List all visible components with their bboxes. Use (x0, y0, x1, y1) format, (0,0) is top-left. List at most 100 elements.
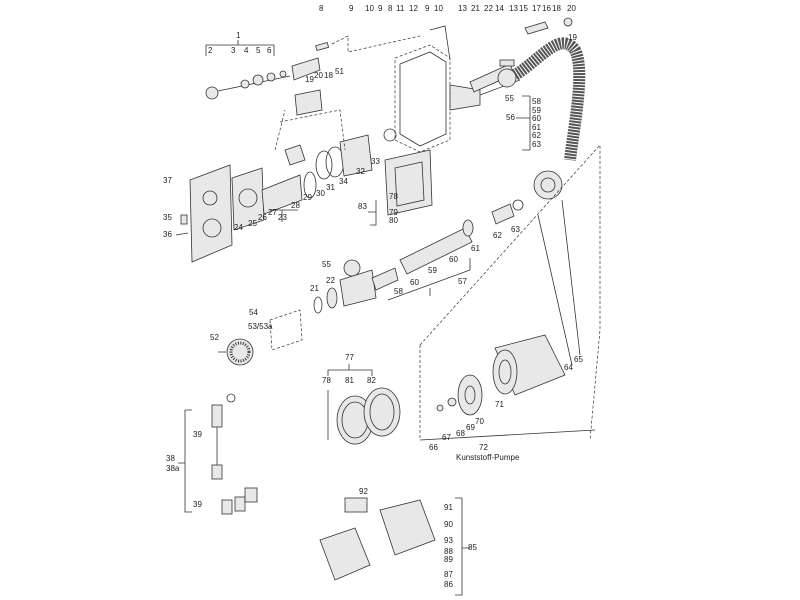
callout-label: 18 (552, 4, 561, 13)
callout-label: 86 (444, 580, 453, 589)
part-mounting-plate (189, 164, 233, 263)
callout-label: 60 (410, 278, 419, 287)
callout-label: 15 (519, 4, 528, 13)
callout-label: 21 (471, 4, 480, 13)
callout-label: 92 (359, 487, 368, 496)
callout-label: 5 (256, 46, 261, 55)
callout-label: 88 (444, 547, 453, 556)
callout-label: 64 (564, 363, 573, 372)
callout-label: 19 (305, 75, 314, 84)
callout-label: 69 (466, 423, 475, 432)
part-window-frame (384, 149, 433, 216)
bracket-1 (205, 40, 275, 56)
callout-label: 55 (505, 94, 514, 103)
pump-caption: Kunststoff-Pumpe (456, 453, 520, 462)
callout-label: 52 (210, 333, 219, 342)
callout-label: 28 (291, 201, 300, 210)
callout-label: 6 (267, 46, 272, 55)
callout-label: 32 (356, 167, 365, 176)
part-92 (344, 497, 368, 513)
callout-label: 25 (248, 219, 257, 228)
callout-label: 65 (574, 355, 583, 364)
callout-label: 83 (358, 202, 367, 211)
callout-label: 3 (231, 46, 236, 55)
callout-label: 79 (389, 208, 398, 217)
part-control-box (379, 499, 436, 556)
callout-label: 53/53a (248, 322, 273, 331)
callout-label: 35 (163, 213, 172, 222)
callout-label: 20 (314, 71, 323, 80)
callout-label: 9 (378, 4, 383, 13)
callout-label: 90 (444, 520, 453, 529)
callout-label: 87 (444, 570, 453, 579)
callout-label: 57 (458, 277, 467, 286)
callout-label: 22 (326, 276, 335, 285)
callout-label: 93 (444, 536, 453, 545)
callout-label: 58 (394, 287, 403, 296)
callout-label: 21 (310, 284, 319, 293)
part-elbow (533, 170, 563, 200)
callout-label: 82 (367, 376, 376, 385)
callout-label: 67 (442, 433, 451, 442)
callout-label: 55 (322, 260, 331, 269)
callout-label: 56 (506, 113, 515, 122)
callout-label: 38 (166, 454, 175, 463)
callout-label: 78 (322, 376, 331, 385)
callout-label: 38a (166, 464, 180, 473)
callout-label: 78 (389, 192, 398, 201)
callout-label: 54 (249, 308, 258, 317)
callout-label: 14 (495, 4, 504, 13)
callout-label: 1 (236, 31, 241, 40)
callout-label: 13 (458, 4, 467, 13)
callout-label: 24 (234, 223, 243, 232)
callout-label: 37 (163, 176, 172, 185)
callout-label: 29 (303, 193, 312, 202)
callout-label: 62 (532, 131, 541, 140)
callout-label: 12 (409, 4, 418, 13)
part-valve-55 (497, 68, 517, 88)
callout-label: 62 (493, 231, 502, 240)
callout-label: 18 (324, 71, 333, 80)
callout-label: 81 (345, 376, 354, 385)
callout-label: 61 (471, 244, 480, 253)
callout-label: 51 (335, 67, 344, 76)
callout-label: 10 (365, 4, 374, 13)
callout-label: 23 (278, 213, 287, 222)
callout-label: 80 (389, 216, 398, 225)
callout-label: 33 (371, 157, 380, 166)
part-ring-82 (363, 387, 401, 437)
callout-label: 39 (193, 500, 202, 509)
callout-label: 59 (428, 266, 437, 275)
callout-label: 58 (532, 97, 541, 106)
callout-label: 59 (532, 106, 541, 115)
callout-label: 19 (568, 33, 577, 42)
callout-label: 4 (244, 46, 249, 55)
callout-label: 20 (567, 4, 576, 13)
callout-label: 72 (479, 443, 488, 452)
callout-label: 8 (319, 4, 324, 13)
callout-label: 27 (268, 208, 277, 217)
callout-label: 85 (468, 543, 477, 552)
part-pipe-57 (399, 227, 473, 275)
callout-label: 36 (163, 230, 172, 239)
callout-label: 91 (444, 503, 453, 512)
callout-label: 8 (388, 4, 393, 13)
callout-label: 77 (345, 353, 354, 362)
callout-label: 66 (429, 443, 438, 452)
callout-label: 39 (193, 430, 202, 439)
part-switch-upper (211, 404, 223, 428)
callout-label: 63 (511, 225, 520, 234)
part-pump-head (457, 374, 483, 416)
callout-label: 9 (349, 4, 354, 13)
callout-label: 2 (208, 46, 213, 55)
callout-label: 63 (532, 140, 541, 149)
part-cone (291, 57, 321, 81)
callout-label: 34 (339, 177, 348, 186)
callout-label: 61 (532, 123, 541, 132)
callout-label: 26 (258, 213, 267, 222)
callout-label: 89 (444, 555, 453, 564)
callout-label: 30 (316, 189, 325, 198)
part-valve-lower (343, 259, 361, 277)
